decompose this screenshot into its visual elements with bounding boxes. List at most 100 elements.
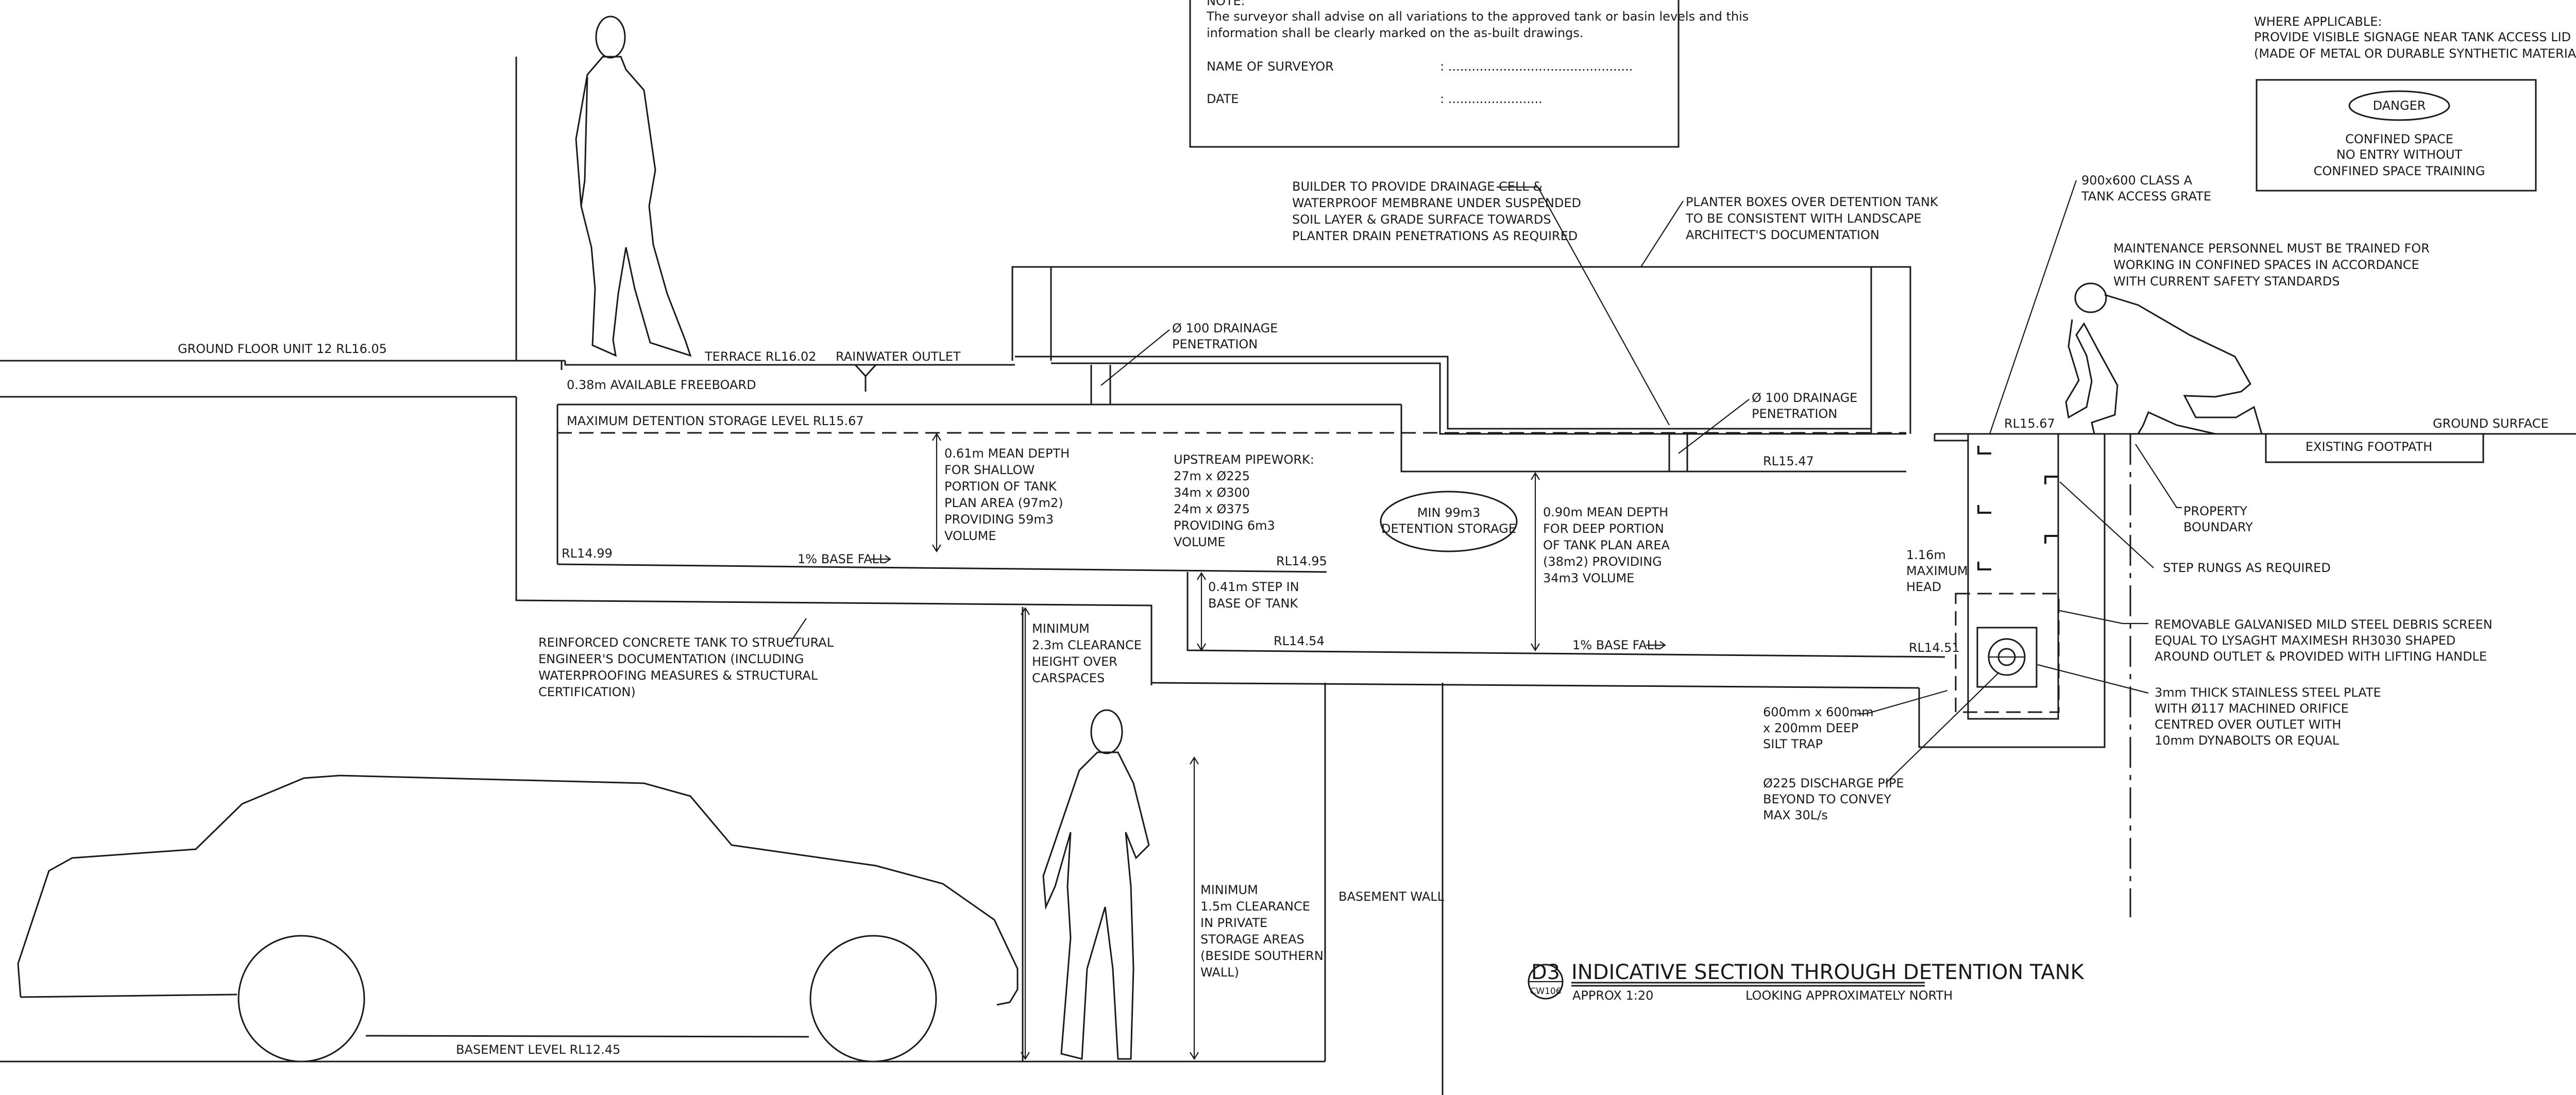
planter-note-leader: [1640, 200, 1684, 267]
max-detention-level-label: MAXIMUM DETENTION STORAGE LEVEL RL15.67: [567, 414, 864, 428]
min-storage-line-1: MIN 99m3: [1417, 506, 1481, 520]
screen-line-1: REMOVABLE GALVANISED MILD STEEL DEBRIS S…: [2155, 617, 2493, 632]
shallow-line-5: PROVIDING 59m3: [944, 512, 1054, 527]
concrete-line-3: WATERPROOFING MEASURES & STRUCTURAL: [538, 668, 818, 683]
title-looking: LOOKING APPROXIMATELY NORTH: [1745, 988, 1953, 1003]
ground-floor-label: GROUND FLOOR UNIT 12 RL16.05: [178, 342, 387, 356]
rainwater-outlet-label: RAINWATER OUTLET: [836, 349, 961, 364]
plate-line-2: WITH Ø117 MACHINED ORIFICE: [2155, 701, 2349, 716]
drainage-penetration-2-pipe: [1668, 434, 1688, 471]
clearance15-line-4: STORAGE AREAS: [1200, 932, 1304, 947]
shallow-line-4: PLAN AREA (97m2): [944, 496, 1063, 510]
base-fall-1-arrow: [871, 555, 891, 563]
deep-line-1: 0.90m MEAN DEPTH: [1543, 505, 1668, 519]
discharge-leader: [1885, 672, 1999, 784]
silt-line-1: 600mm x 600mm: [1763, 705, 1874, 719]
planter-note-line-3: ARCHITECT'S DOCUMENTATION: [1686, 228, 1879, 242]
drainage-2-line-1: Ø 100 DRAINAGE: [1752, 391, 1857, 405]
screen-leader: [2059, 610, 2148, 625]
min-storage-line-2: DETENTION STORAGE: [1381, 521, 1516, 536]
deep-line-2: FOR DEEP PORTION: [1543, 521, 1664, 536]
step-dimension: [1197, 571, 1206, 652]
existing-footpath-outline: [2265, 434, 2484, 463]
base-fall-2-arrow: [1646, 641, 1666, 649]
car-silhouette: [17, 774, 1019, 1063]
svg-text:Ø225 DISCHARGE PIPE BEYOND: Ø225 DISCHARGE PIPE BEYOND TO CONVEY MAX…: [1763, 776, 1908, 822]
property-boundary-leader: [2135, 444, 2182, 509]
screen-line-2: EQUAL TO LYSAGHT MAXIMESH RH3030 SHAPED: [2155, 633, 2455, 648]
grate-line-2: TANK ACCESS GRATE: [2081, 189, 2211, 204]
drainage-penetration-1-pipe: [1090, 365, 1111, 405]
svg-text:PLANTER BOXES OVER DETENTION T: PLANTER BOXES OVER DETENTION TANK TO BE …: [1685, 195, 1942, 242]
maintenance-line-1: MAINTENANCE PERSONNEL MUST BE TRAINED FO…: [2113, 241, 2430, 256]
concrete-line-1: REINFORCED CONCRETE TANK TO STRUCTURAL: [538, 635, 834, 650]
title-sheet: CW106: [1530, 986, 1561, 997]
shallow-line-1: 0.61m MEAN DEPTH: [944, 446, 1070, 461]
clearance-23-dimension: [1021, 607, 1030, 1060]
clearance15-line-2: 1.5m CLEARANCE: [1200, 899, 1310, 914]
clearance15-line-6: WALL): [1200, 965, 1239, 980]
upstream-line-6: VOLUME: [1174, 535, 1226, 549]
signage-line-3: (MADE OF METAL OR DURABLE SYNTHETIC MATE…: [2254, 46, 2576, 61]
concrete-line-2: ENGINEER'S DOCUMENTATION (INCLUDING: [538, 652, 804, 666]
person-standing-basement: [1042, 709, 1150, 1060]
step-line-2: BASE OF TANK: [1208, 596, 1298, 611]
title-scale: APPROX 1:20: [1572, 988, 1653, 1003]
existing-footpath-label: EXISTING FOOTPATH: [2306, 440, 2432, 454]
title-underline: [1571, 982, 1925, 987]
drainage-2-line-2: PENETRATION: [1752, 407, 1837, 421]
deep-line-3: OF TANK PLAN AREA: [1543, 538, 1670, 552]
svg-text:REINFORCED CONCRETE TANK TO ST: REINFORCED CONCRETE TANK TO STRUCTURAL E…: [538, 635, 838, 699]
deep-line-5: 34m3 VOLUME: [1543, 571, 1634, 585]
planter-note-line-1: PLANTER BOXES OVER DETENTION TANK: [1686, 195, 1939, 209]
clearance15-line-5: (BESIDE SOUTHERN: [1200, 949, 1324, 963]
surveyor-note-box: NOTE: The surveyor shall advise on all v…: [1189, 0, 1749, 148]
discharge-line-2: BEYOND TO CONVEY: [1763, 792, 1891, 806]
grate-leader: [1989, 180, 2077, 434]
silt-line-3: SILT TRAP: [1763, 737, 1823, 751]
plate-line-3: CENTRED OVER OUTLET WITH: [2155, 717, 2341, 732]
signage-line-1: WHERE APPLICABLE:: [2254, 14, 2382, 29]
shallow-line-2: FOR SHALLOW: [944, 463, 1035, 477]
svg-text:0.90m MEAN DEPTH FOR DEEP: 0.90m MEAN DEPTH FOR DEEP PORTION OF TAN…: [1543, 505, 1674, 585]
plate-leader: [2037, 664, 2149, 694]
svg-text:UPSTREAM PIPEWORK: 27m x Ø: UPSTREAM PIPEWORK: 27m x Ø225 34m x Ø300…: [1174, 452, 1318, 549]
danger-text: DANGER: [2373, 98, 2426, 113]
ground-surface-label: GROUND SURFACE: [2433, 416, 2549, 431]
silt-trap-leader: [1857, 689, 1948, 715]
builder-note-line-2: WATERPROOF MEMBRANE UNDER SUSPENDED: [1292, 196, 1581, 210]
svg-text:1.16m MAXIMUM HEAD: 1.16m MAXIMUM HEAD: [1906, 548, 1972, 594]
danger-sign-outline: [2256, 79, 2537, 192]
discharge-line-3: MAX 30L/s: [1763, 808, 1828, 822]
surveyor-name-label: NAME OF SURVEYOR: [1207, 59, 1334, 74]
drawing-title-block: D3 CW106 INDICATIVE SECTION THROUGH DETE…: [1528, 961, 2085, 1003]
rungs-label: STEP RUNGS AS REQUIRED: [2163, 561, 2331, 575]
shallow-depth-dimension: [932, 432, 941, 553]
basement-structure: [0, 607, 1444, 1095]
note-line-2: information shall be clearly marked on t…: [1207, 26, 1583, 40]
upstream-line-2: 27m x Ø225: [1174, 469, 1250, 483]
upstream-line-4: 24m x Ø375: [1174, 502, 1250, 516]
builder-note-leader: [1497, 186, 1670, 426]
screen-line-3: AROUND OUTLET & PROVIDED WITH LIFTING HA…: [2155, 649, 2487, 664]
svg-text:BUILDER TO PROVIDE DRAINAGE CE: BUILDER TO PROVIDE DRAINAGE CELL & WATER…: [1292, 179, 1585, 243]
drainage-1-leader: [1100, 329, 1170, 386]
maintenance-line-2: WORKING IN CONFINED SPACES IN ACCORDANCE: [2113, 258, 2419, 272]
clearance23-line-1: MINIMUM: [1032, 621, 1090, 636]
title-ref: D3: [1531, 961, 1560, 984]
note-line-1: The surveyor shall advise on all variati…: [1206, 9, 1749, 24]
danger-ellipse: [2348, 90, 2450, 121]
builder-note-line-3: SOIL LAYER & GRADE SURFACE TOWARDS: [1292, 212, 1551, 227]
plate-line-1: 3mm THICK STAINLESS STEEL PLATE: [2155, 685, 2381, 700]
freeboard-label: 0.38m AVAILABLE FREEBOARD: [567, 378, 756, 392]
date-label: DATE: [1207, 92, 1239, 106]
svg-text:MINIMUM 2.3m CLEARANCE: MINIMUM 2.3m CLEARANCE HEIGHT OVER CARSP…: [1032, 621, 1146, 685]
detention-tank: [515, 397, 1945, 689]
svg-text:600mm x 600mm x 200mm DEEP: 600mm x 600mm x 200mm DEEP SILT TRAP: [1763, 705, 1877, 751]
planter-box: [1011, 266, 1911, 435]
plate-line-4: 10mm DYNABOLTS OR EQUAL: [2155, 733, 2340, 748]
step-line-1: 0.41m STEP IN: [1208, 580, 1299, 594]
builder-note-line-4: PLANTER DRAIN PENETRATIONS AS REQUIRED: [1292, 229, 1578, 243]
